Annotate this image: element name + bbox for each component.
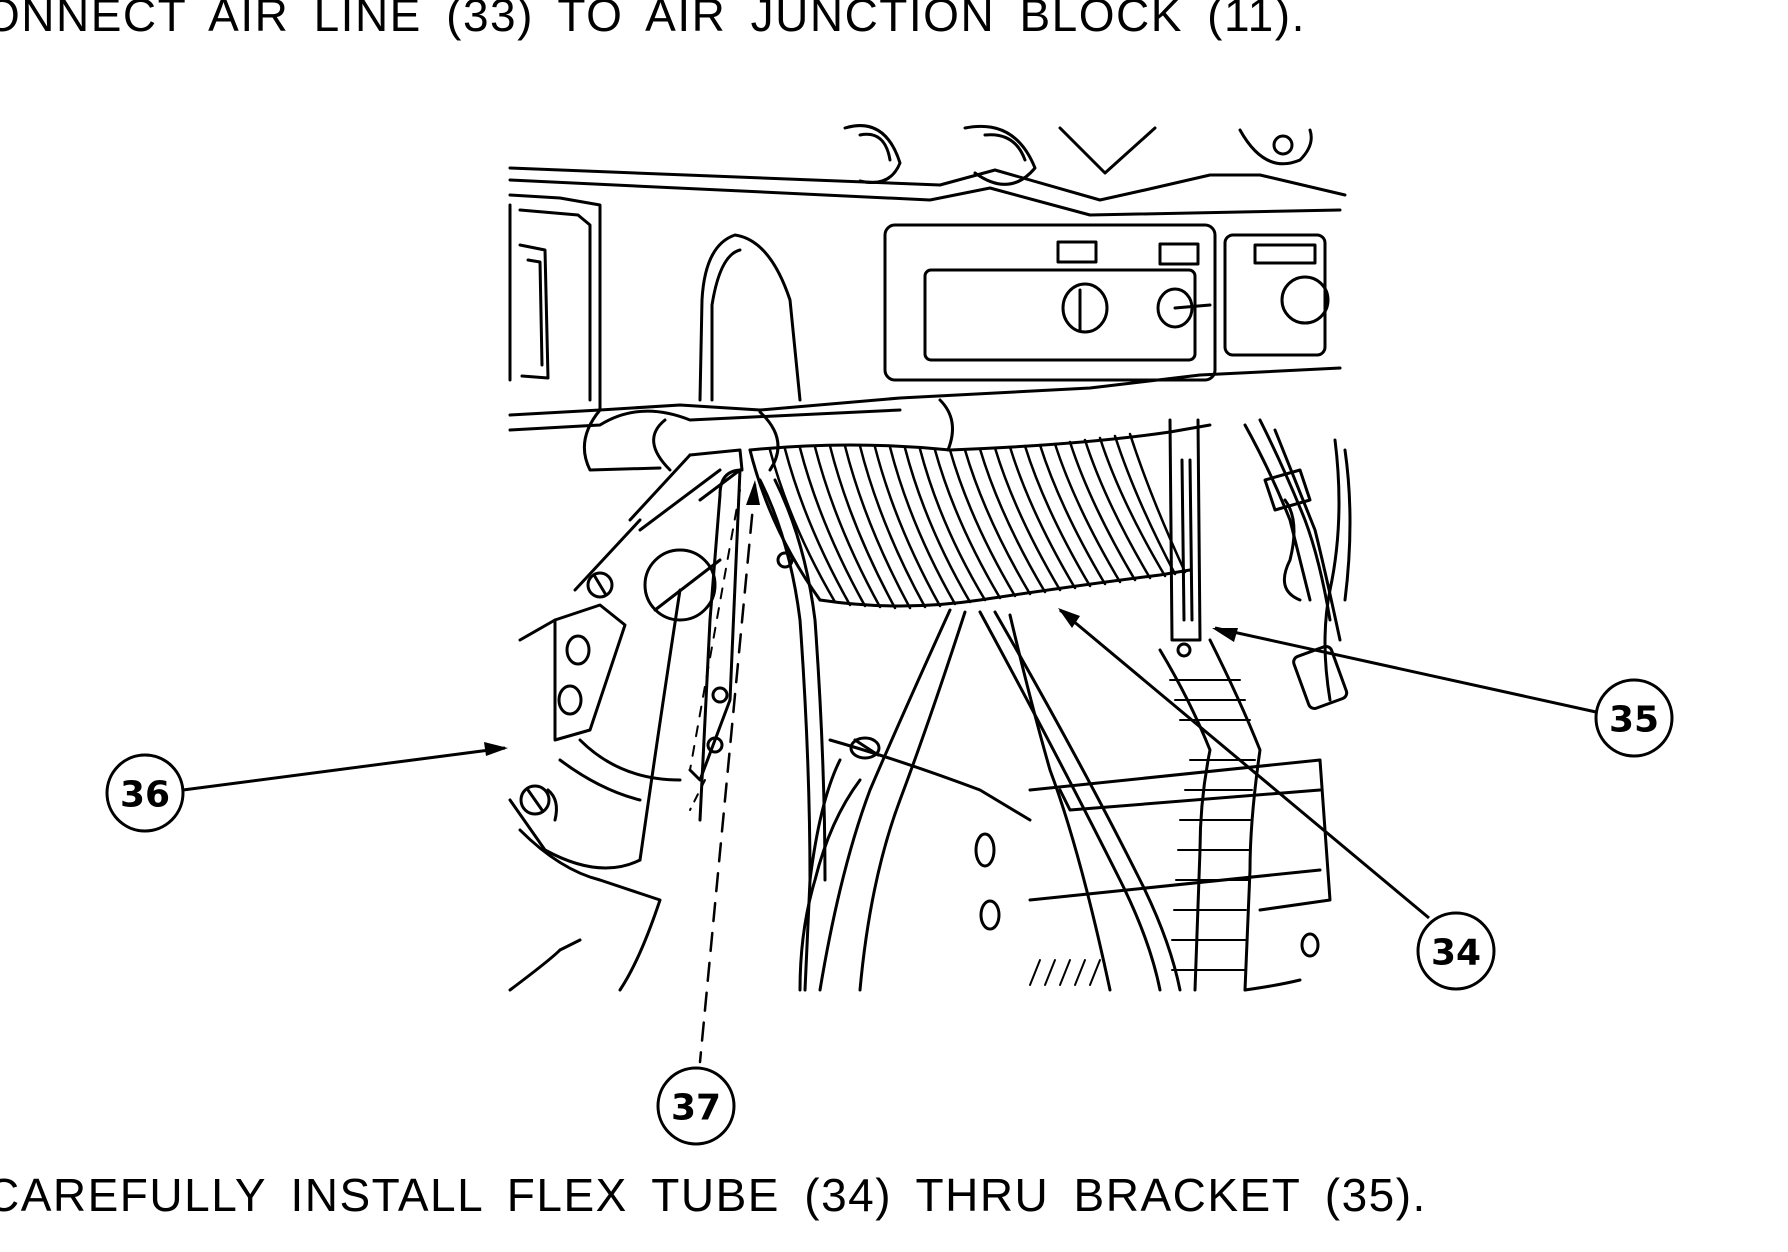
line-art-drawing [508, 124, 1352, 1064]
leader-arrowheads [484, 480, 1238, 756]
callout-35-label: 35 [1609, 700, 1659, 741]
callout-36: 36 [105, 753, 185, 833]
callout-35-bracket: 35 [1594, 678, 1674, 758]
arrowhead-37 [746, 480, 760, 505]
callout-34-flex-tube: 34 [1416, 911, 1496, 991]
arrowhead-34 [1058, 608, 1080, 628]
callout-34-label: 34 [1431, 933, 1481, 974]
callout-37-label: 37 [671, 1088, 721, 1129]
leader-line-35 [1214, 626, 1597, 714]
arrowhead-35 [1212, 628, 1238, 642]
arrowhead-36 [484, 742, 508, 756]
callout-leader-lines [182, 608, 1597, 920]
step-instruction-install-flex-tube: CAREFULLY INSTALL FLEX TUBE (34) THRU BR… [0, 1169, 1427, 1221]
leader-line-34 [1059, 608, 1430, 920]
callout-37: 37 [656, 1066, 736, 1146]
callout-36-label: 36 [120, 775, 170, 816]
leader-line-36 [182, 746, 506, 792]
step-instruction-connect-air-line: ONNECT AIR LINE (33) TO AIR JUNCTION BLO… [0, 0, 1306, 41]
